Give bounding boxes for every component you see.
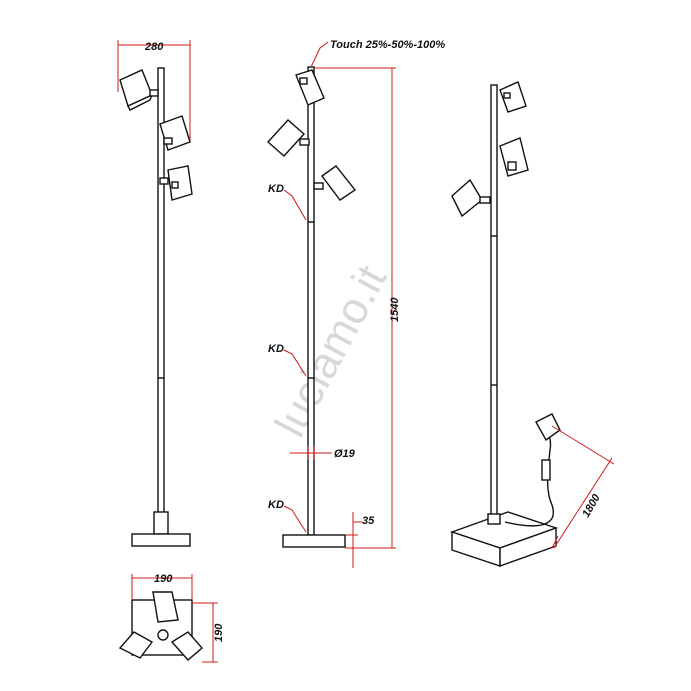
spot-head-left: [118, 631, 154, 659]
base: [449, 511, 559, 567]
base: [282, 534, 346, 548]
touch-callout: Touch 25%-50%-100%: [310, 39, 445, 68]
kd-label-text: KD: [268, 183, 284, 195]
spot-head-3: [451, 178, 491, 218]
top-depth-label: 190: [213, 623, 225, 642]
kd-label-2: KD: [268, 343, 307, 377]
power-cable: [504, 413, 561, 527]
spot-head-2: [267, 119, 310, 157]
diameter-label: Ø19: [334, 448, 356, 460]
spot-head-1: [295, 69, 325, 106]
pole-top: [157, 629, 169, 641]
base-collar: [153, 511, 169, 535]
perspective-view: 1800: [449, 81, 615, 567]
base-height-dimension: 35: [345, 512, 375, 568]
spot-head-3: [313, 165, 357, 201]
spot-head-2: [159, 115, 191, 151]
height-dimension: 1540: [314, 67, 401, 549]
spot-head-right: [170, 631, 203, 661]
width-dimension: 280: [117, 40, 191, 140]
spot-head-1: [499, 81, 527, 113]
kd-label-1: KD: [268, 183, 307, 221]
kd-label-text: KD: [268, 499, 284, 511]
top-view: 190 190: [118, 573, 225, 663]
top-width-dimension: 190: [131, 573, 193, 600]
plug: [535, 413, 561, 442]
spot-head-3: [159, 165, 193, 201]
front-view: 280: [117, 40, 193, 547]
diameter-dimension: Ø19: [290, 446, 356, 460]
base: [131, 533, 191, 547]
top-depth-dimension: 190: [192, 602, 225, 663]
spot-head-top: [152, 591, 179, 623]
pole: [490, 84, 498, 518]
side-view: Touch 25%-50%-100% 1540 KD KD KD Ø19 35: [267, 39, 445, 568]
cable-length-dimension: 1800: [551, 425, 615, 549]
base-height-label: 35: [362, 515, 375, 527]
spot-head-1: [119, 69, 159, 111]
top-width-label: 190: [154, 573, 173, 585]
height-label: 1540: [389, 297, 401, 322]
spot-head-2: [499, 137, 529, 177]
touch-label: Touch 25%-50%-100%: [330, 39, 445, 51]
inline-switch: [541, 459, 551, 481]
pole: [307, 66, 315, 536]
width-label: 280: [144, 41, 164, 53]
watermark: luciamo.it: [266, 258, 397, 445]
kd-label-text: KD: [268, 343, 284, 355]
cable-length-label: 1800: [580, 492, 603, 520]
kd-label-3: KD: [268, 499, 307, 533]
